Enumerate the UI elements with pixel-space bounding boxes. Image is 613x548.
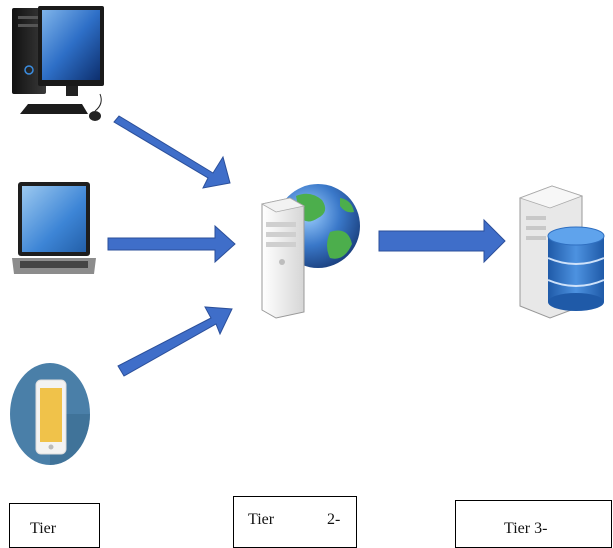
web-server-globe-icon [260,184,360,319]
desktop-computer-icon [12,6,104,121]
tier3-label-box: Tier 3- [455,500,612,548]
arrow-webserver-to-database [378,218,506,264]
tier2-label-box: Tier 2- [233,496,357,548]
tier1-label: Tier [30,520,57,537]
mobile-phone-icon [10,363,90,465]
tier1-label-box: Tier [9,503,100,548]
database-server-icon [518,185,605,319]
arrow-desktop-to-webserver [113,115,231,189]
laptop-icon [12,182,96,274]
arrow-laptop-to-webserver [107,224,236,264]
tier2-label-word: Tier [248,511,275,528]
arrow-mobile-to-webserver [117,306,233,377]
tier2-label-suffix: 2- [327,511,341,528]
tier3-label: Tier 3- [504,520,548,537]
